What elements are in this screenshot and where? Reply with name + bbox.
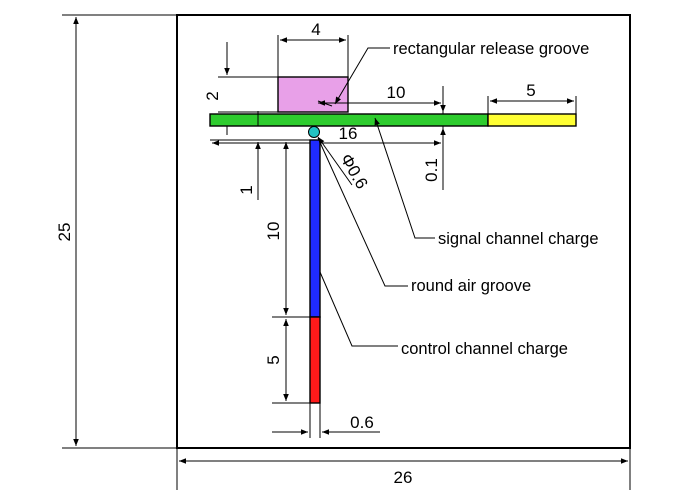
- control-charge-upper: [309, 139, 321, 318]
- release-groove-arrow-tail: [317, 100, 333, 107]
- total-width-label: 26: [394, 468, 413, 487]
- overall-extension-lines: [62, 14, 631, 490]
- control-charge-callout: control channel charge: [401, 340, 568, 358]
- slot-length-label: 16: [339, 124, 358, 143]
- signal-extension-label: 5: [526, 81, 535, 100]
- total-height-label: 25: [55, 223, 74, 242]
- signal-extension-bar: [487, 113, 577, 127]
- slot-gap-label: 0.1: [422, 158, 441, 182]
- outer-boundary: [176, 14, 631, 449]
- air-groove-callout: round air groove: [411, 277, 531, 295]
- control-charge-lower: [309, 316, 321, 404]
- signal-charge-callout: signal channel charge: [438, 230, 599, 248]
- control-charge-leader: [319, 271, 398, 347]
- control-lower-label: 5: [264, 355, 283, 364]
- air-groove-leader: [317, 137, 408, 287]
- signal-charge-leader: [374, 117, 435, 239]
- release-groove-callout: rectangular release groove: [393, 40, 589, 58]
- round-air-groove: [308, 126, 320, 138]
- control-length-extensions: [272, 139, 310, 404]
- offset-label: 1: [237, 185, 256, 194]
- release-groove-leader: [334, 47, 390, 105]
- air-groove-diameter-leader: [317, 136, 353, 186]
- signal-length-label: 10: [387, 83, 406, 102]
- groove-height-extensions: [218, 76, 278, 113]
- groove-width-label: 4: [311, 20, 320, 39]
- release-groove-block: [277, 76, 349, 113]
- control-length-label: 10: [264, 222, 283, 241]
- groove-width-extensions: [277, 35, 349, 77]
- groove-height-label: 2: [203, 91, 222, 100]
- control-width-label: 0.6: [350, 413, 374, 432]
